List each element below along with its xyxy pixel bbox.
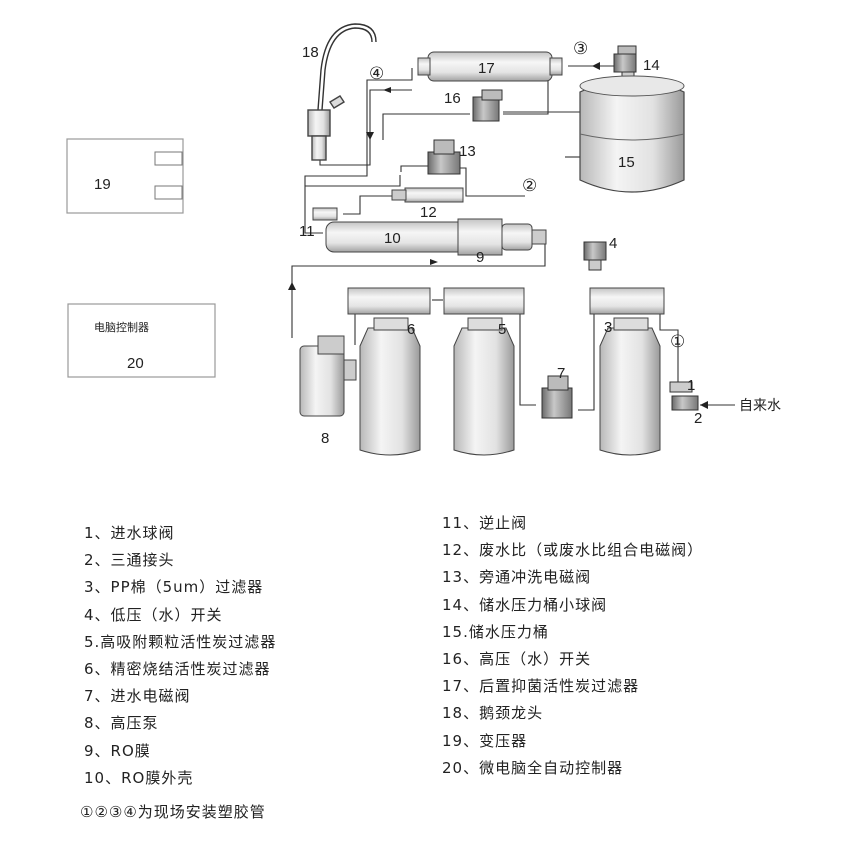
label-19: 19 [94,176,111,193]
high-pressure-switch [472,89,503,122]
label-20: 20 [127,355,144,372]
legend-left: 1、进水球阀 2、三通接头 3、PP棉（5um）过滤器 4、低压（水）开关 5.… [84,520,276,792]
controller-box-label: 电脑控制器 [94,320,149,334]
pipe-marker-3: ③ [573,39,588,59]
label-1: 1 [687,377,695,394]
label-8: 8 [321,430,329,447]
legend-item: 16、高压（水）开关 [442,649,592,668]
flow-arrows [288,62,708,409]
label-3: 3 [604,319,612,336]
label-2: 2 [694,410,702,427]
filter-housing-6 [347,287,431,456]
pipe-marker-4: ④ [369,64,384,84]
filter-housing-5 [443,287,525,456]
tap-water-label: 自来水 [739,398,781,414]
label-10: 10 [384,230,401,247]
check-valve [312,207,338,221]
legend-item: 17、后置抑菌活性炭过滤器 [442,677,640,696]
ro-membrane-housing [325,218,547,256]
legend-item: 14、储水压力桶小球阀 [442,595,608,614]
legend-item: 13、旁通冲洗电磁阀 [442,568,592,587]
label-18: 18 [302,44,319,61]
legend-item: 1、进水球阀 [84,524,175,542]
pipe-marker-1: ① [670,332,685,352]
flush-solenoid [427,139,461,175]
label-14: 14 [643,57,660,74]
filter-housing-3 [589,287,665,456]
high-pressure-pump [299,335,357,417]
label-5: 5 [498,321,506,338]
legend-item: 19、变压器 [442,731,528,750]
label-13: 13 [459,143,476,160]
legend-item: 8、高压泵 [84,714,159,733]
label-9: 9 [476,249,484,266]
legend-item: 5.高吸附颗粒活性炭过滤器 [84,632,277,651]
legend-item: 7、进水电磁阀 [84,687,191,706]
pipe-note: ①②③④为现场安装塑胶管 [80,803,266,821]
inlet-ball-valve [669,381,699,411]
label-7: 7 [557,365,565,382]
legend-item: 4、低压（水）开关 [84,605,223,624]
low-pressure-switch [583,241,607,271]
legend-item: 9、RO膜 [84,741,151,760]
inlet-solenoid [541,375,573,419]
legend-item: 11、逆止阀 [442,514,528,532]
label-15: 15 [618,154,635,171]
pipe-marker-2: ② [522,176,537,196]
label-11: 11 [299,223,315,240]
legend-item: 20、微电脑全自动控制器 [442,758,624,777]
post-carbon-filter [417,51,563,82]
legend-item: 3、PP棉（5um）过滤器 [84,578,264,597]
storage-tank [579,75,685,193]
legend-item: 18、鹅颈龙头 [442,704,544,723]
legend-right: 11、逆止阀 12、废水比（或废水比组合电磁阀） 13、旁通冲洗电磁阀 14、储… [442,510,703,782]
transformer-box: 19 [66,138,184,214]
label-6: 6 [407,321,415,338]
label-17: 17 [478,60,495,77]
waste-ratio-valve [391,187,464,203]
gooseneck-faucet [307,23,377,161]
legend-item: 6、精密烧结活性炭过滤器 [84,659,271,678]
legend-item: 2、三通接头 [84,551,175,570]
label-12: 12 [420,204,437,221]
controller-box: 电脑控制器 20 [67,303,216,378]
legend-item: 10、RO膜外壳 [84,768,194,787]
legend-item: 15.储水压力桶 [442,622,549,641]
label-4: 4 [609,235,617,252]
legend-item: 12、废水比（或废水比组合电磁阀） [442,541,704,560]
water-purifier-diagram: 19 电脑控制器 20 [66,23,781,456]
label-16: 16 [444,90,461,107]
